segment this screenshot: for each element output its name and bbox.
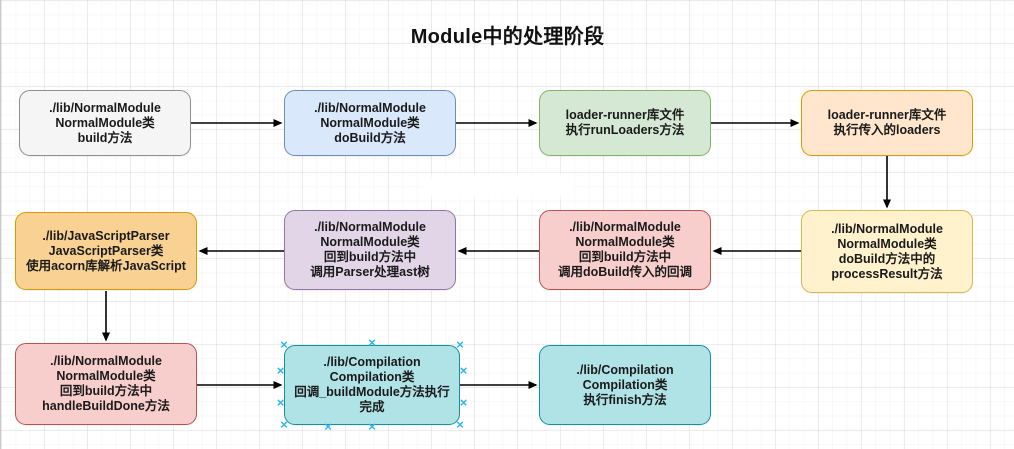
node-acorn-parse[interactable]: ./lib/JavaScriptParser JavaScriptParser类…	[15, 212, 197, 290]
node-finish[interactable]: ./lib/Compilation Compilation类 执行finish方…	[539, 345, 711, 425]
node-dobuild-callback-label: ./lib/NormalModule NormalModule类 回到build…	[557, 220, 692, 279]
node-dobuild[interactable]: ./lib/NormalModule NormalModule类 doBuild…	[284, 90, 456, 156]
selection-handle-icon[interactable]: ×	[459, 394, 468, 410]
node-build-module-done-label: ./lib/Compilation Compilation类 回调_buildM…	[294, 355, 450, 414]
node-run-passed-loaders-label: loader-runner库文件 执行传入的loaders	[827, 108, 947, 137]
selection-handle-icon[interactable]: ×	[459, 363, 468, 379]
eraser-smudge	[428, 178, 570, 194]
node-parser-ast-label: ./lib/NormalModule NormalModule类 回到build…	[310, 220, 430, 279]
selection-handle-icon[interactable]: ×	[280, 337, 288, 352]
node-build-label: ./lib/NormalModule NormalModule类 build方法	[49, 100, 161, 145]
selection-handle-icon[interactable]: ×	[368, 419, 376, 435]
diagram-title[interactable]: Module中的处理阶段	[410, 26, 605, 48]
node-dobuild-label: ./lib/NormalModule NormalModule类 doBuild…	[314, 100, 426, 145]
selection-handle-icon[interactable]: ×	[456, 417, 464, 432]
node-build-module-done[interactable]: ./lib/Compilation Compilation类 回调_buildM…	[284, 345, 460, 425]
node-handle-build-done[interactable]: ./lib/NormalModule NormalModule类 回到build…	[15, 343, 197, 425]
node-runloaders[interactable]: loader-runner库文件 执行runLoaders方法	[539, 90, 711, 156]
selection-handle-icon[interactable]: ×	[276, 394, 285, 410]
node-handle-build-done-label: ./lib/NormalModule NormalModule类 回到build…	[42, 354, 170, 413]
node-build[interactable]: ./lib/NormalModule NormalModule类 build方法	[19, 90, 191, 156]
selection-handle-icon[interactable]: ×	[280, 417, 288, 432]
node-acorn-parse-label: ./lib/JavaScriptParser JavaScriptParser类…	[26, 228, 186, 273]
selection-handle-icon[interactable]: ×	[324, 419, 332, 435]
selection-handle-icon[interactable]: ×	[456, 337, 464, 352]
node-dobuild-callback[interactable]: ./lib/NormalModule NormalModule类 回到build…	[539, 210, 711, 290]
node-process-result[interactable]: ./lib/NormalModule NormalModule类 doBuild…	[801, 210, 973, 293]
selection-handle-icon[interactable]: ×	[368, 334, 376, 350]
node-process-result-label: ./lib/NormalModule NormalModule类 doBuild…	[831, 221, 943, 281]
node-runloaders-label: loader-runner库文件 执行runLoaders方法	[565, 108, 685, 137]
node-parser-ast[interactable]: ./lib/NormalModule NormalModule类 回到build…	[284, 210, 456, 290]
node-run-passed-loaders[interactable]: loader-runner库文件 执行传入的loaders	[801, 90, 973, 156]
selection-overlay: × × × × × × × × × × ×	[277, 336, 468, 434]
node-finish-label: ./lib/Compilation Compilation类 执行finish方…	[576, 362, 674, 407]
selection-handle-icon[interactable]: ×	[276, 363, 285, 379]
